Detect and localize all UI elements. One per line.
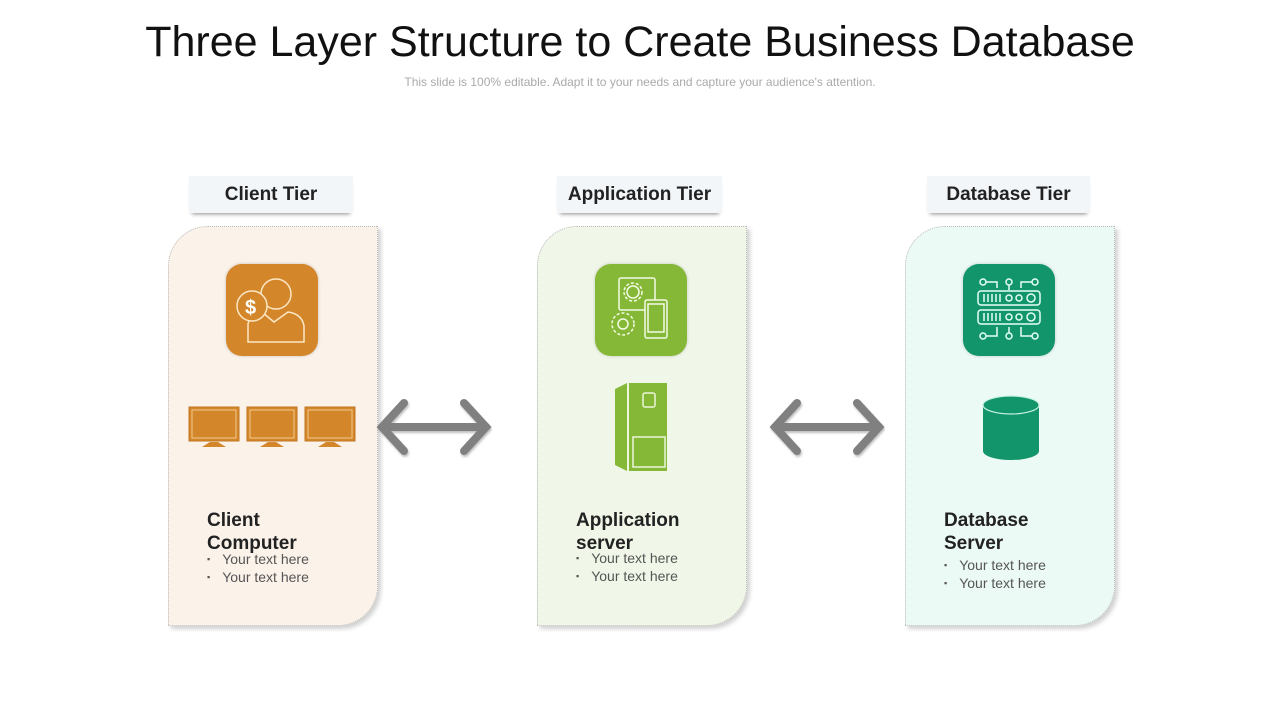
application-tier-label: Application Tier xyxy=(557,176,722,213)
bullet: Your text here xyxy=(944,557,1046,575)
bullet: Your text here xyxy=(576,568,678,586)
title-line: Client xyxy=(207,510,260,531)
server-cabinet-icon xyxy=(613,383,669,473)
svg-text:$: $ xyxy=(245,297,256,319)
monitors-icon xyxy=(188,405,358,449)
application-bullets: Your text hereYour text here xyxy=(576,550,678,586)
title-line: Computer xyxy=(207,533,297,554)
devices-gears-icon xyxy=(595,264,687,356)
bullet: Your text here xyxy=(207,551,309,569)
bullet: Your text here xyxy=(207,569,309,587)
double-arrow-icon xyxy=(769,395,885,464)
title-line: Database xyxy=(944,510,1029,531)
title-line: server xyxy=(576,533,634,554)
title-line: Application xyxy=(576,510,680,531)
server-rack-icon xyxy=(963,264,1055,356)
bullet: Your text here xyxy=(576,550,678,568)
double-arrow-icon xyxy=(376,395,492,464)
database-cylinder-icon xyxy=(982,395,1040,461)
bullet: Your text here xyxy=(944,575,1046,593)
user-dollar-icon: $ xyxy=(226,264,318,356)
slide-title: Three Layer Structure to Create Business… xyxy=(145,18,1135,66)
slide-subtitle: This slide is 100% editable. Adapt it to… xyxy=(404,75,876,89)
client-bullets: Your text hereYour text here xyxy=(207,551,309,587)
database-tier-label: Database Tier xyxy=(927,176,1090,213)
title-line: Server xyxy=(944,533,1004,554)
database-bullets: Your text hereYour text here xyxy=(944,557,1046,593)
client-tier-label: Client Tier xyxy=(189,176,353,213)
